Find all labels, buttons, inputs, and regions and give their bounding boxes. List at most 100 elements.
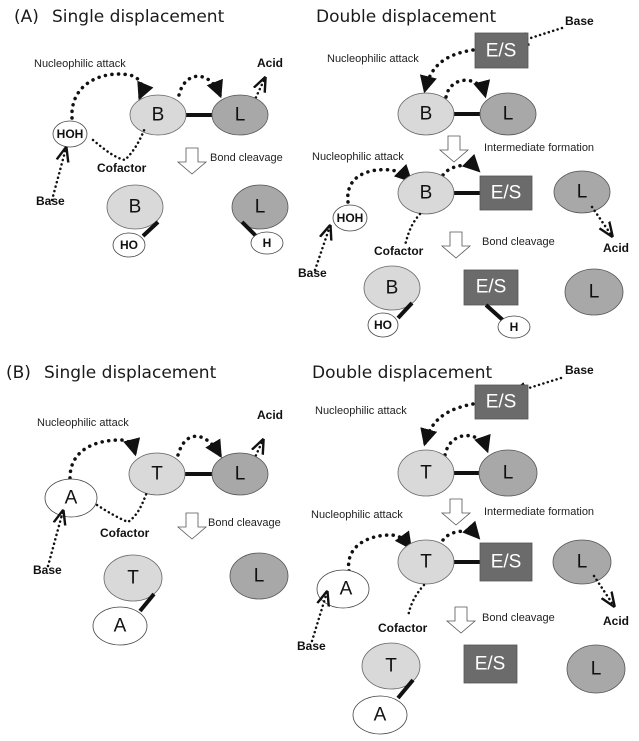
product-node-t [103,554,163,602]
node-l-label: L [235,105,246,126]
product-node-b-d [363,265,421,311]
node-t [128,452,186,496]
product-node-t-d-label: T [385,656,397,677]
product-bond-d2 [484,303,507,324]
acid-mid-arrow [590,205,612,236]
bond-cleavage-mid-label-b: Bond cleavage [482,612,555,624]
product-bond-b1 [138,592,156,613]
product-es-box [463,269,519,306]
released-node-l-b-label: L [577,552,588,573]
product-es-box-label: E/S [476,277,507,298]
nucleophilic-attack-top-arrow [419,48,475,94]
cofactor-path [91,126,147,162]
base-mid-arrow-b [310,592,327,643]
base-arrow [50,148,66,202]
node-l-b-label: L [235,464,246,485]
inter-node-t-label: T [420,552,432,573]
bond-cleavage-mid-arrow-b [445,606,477,634]
cofactor-label: Cofactor [97,161,147,175]
acid-mid-label-b: Acid [603,614,629,628]
intermediate-formation-label: Intermediate formation [484,142,594,154]
intermediate-formation-label-b: Intermediate formation [484,506,594,518]
node-b [129,94,187,136]
node-l-top-b-label: L [503,463,514,484]
base-label: Base [36,194,65,208]
nucleophilic-attack-label: Nucleophilic attack [34,58,126,70]
intermediate-formation-arrow-b [440,498,472,526]
product-node-l-b [229,552,289,600]
node-b-label: B [152,105,165,126]
acid-mid-arrow-b [592,574,614,606]
product-released-l [564,268,624,316]
inter-es-box-b-label: E/S [491,552,522,573]
nucleophilic-attack-top-label: Nucleophilic attack [327,53,419,65]
product-a-label: A [114,616,127,637]
bond-cleavage-arrow-b [176,512,208,540]
base-arrow-b [46,511,63,568]
nucleophilic-attack-mid-label-b: Nucleophilic attack [311,509,403,521]
cofactor-mid-label-b: Cofactor [378,621,428,635]
bond-cleavage-label: Bond cleavage [210,152,283,164]
product-node-l-label: L [255,197,266,218]
product-bond-bd [396,678,415,700]
panel-b-label: (B) [6,363,31,383]
b-double-displacement: Base E/S Nucleophilic attack T L Interme… [297,363,629,735]
product-es-box-b-label: E/S [475,654,506,675]
base-mid-label-b: Base [297,639,326,653]
nucleophilic-attack-mid-arrow [346,163,413,204]
panel-a-double-title: Double displacement [316,7,497,27]
product-bond-1 [141,220,160,238]
node-l-top-b [478,449,538,497]
electron-shift-mid-arrow-b [441,520,481,542]
hoh-mid-label: HOH [337,211,364,225]
product-h-label: H [263,236,272,250]
hoh-node [52,120,88,148]
product-released-l-b-label: L [591,659,602,680]
acid-mid-label: Acid [603,241,629,255]
cofactor-mid-label: Cofactor [374,244,424,258]
node-l-top [479,92,537,136]
released-node-l [553,170,611,214]
electron-shift-arrow-b [176,434,222,459]
cofactor-label-b: Cofactor [100,526,150,540]
base-mid-arrow [313,226,330,272]
base-top-label: Base [565,14,594,28]
es-box [474,32,529,69]
nucleophilic-attack-label-b: Nucleophilic attack [37,417,129,429]
inter-node-t [397,539,455,585]
product-released-l-label: L [589,282,600,303]
node-l-top-label: L [503,104,514,125]
cofactor-path-b [95,490,149,524]
es-box-label: E/S [486,41,517,62]
electron-shift-top-arrow-b [443,433,491,457]
a-label: A [65,488,78,509]
acid-label-b: Acid [257,408,283,422]
bond-cleavage-label-b: Bond cleavage [208,517,281,529]
product-node-t-label: T [127,568,139,589]
cofactor-mid-path [403,212,422,247]
a-node [44,478,98,518]
a-double-displacement: Base E/S Nucleophilic attack B L Interme… [298,14,629,339]
product-ho-d-label: HO [374,318,392,332]
node-l-b [211,452,269,496]
product-node-b [106,184,164,230]
bond-cleavage-mid-arrow [440,231,472,259]
panel-b: (B) Single displacement Double displacem… [6,363,629,735]
product-es-box-b [463,644,518,684]
a-single-displacement: Nucleophilic attack Acid B L HOH Cofacto… [34,56,289,258]
bond-cleavage-mid-label: Bond cleavage [482,236,555,248]
intermediate-formation-arrow [438,135,470,163]
base-mid-label: Base [298,266,327,280]
es-box-b-label: E/S [486,392,517,413]
nucleophilic-attack-arrow-b [68,437,141,480]
released-node-l-label: L [577,182,588,203]
bond-cleavage-arrow [176,147,208,175]
product-ho-label: HO [120,238,138,252]
inter-es-box-label: E/S [491,183,522,204]
electron-shift-top-arrow [444,78,491,99]
product-node-l-b-label: L [254,566,265,587]
node-t-label: T [151,464,163,485]
nucleophilic-attack-mid-label: Nucleophilic attack [312,151,404,163]
inter-es-box [479,175,533,211]
